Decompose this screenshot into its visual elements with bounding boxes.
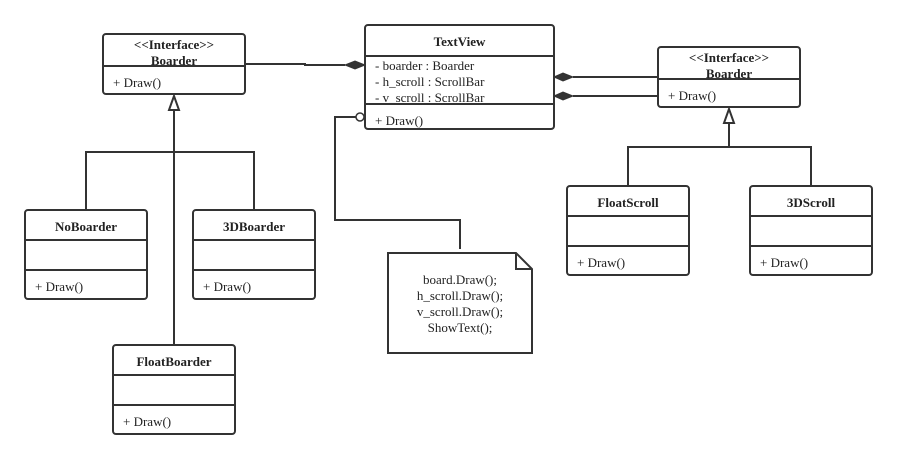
composition-line-boarder [245, 63, 345, 66]
class-name: Boarder [150, 53, 198, 68]
class-name: 3DBoarder [222, 219, 286, 234]
composition-diamond-vscroll [552, 91, 575, 101]
note-line: v_scroll.Draw(); [416, 304, 504, 319]
composition-diamond-left [343, 60, 367, 70]
class-method: + Draw() [375, 113, 424, 128]
generalization-branch-left [85, 151, 255, 210]
class-name: NoBoarder [54, 219, 118, 234]
class-stereotype: <<Interface>> [133, 37, 215, 52]
class-name: TextView [433, 34, 486, 49]
class-floatboarder[interactable]: FloatBoarder + Draw() [112, 344, 236, 435]
class-method: + Draw() [123, 414, 172, 429]
class-attribute: - h_scroll : ScrollBar [375, 74, 485, 89]
note[interactable]: board.Draw(); h_scroll.Draw(); v_scroll.… [388, 253, 532, 353]
class-method: + Draw() [668, 88, 717, 103]
class-method: + Draw() [203, 279, 252, 294]
note-anchor-line [334, 116, 461, 249]
class-stereotype: <<Interface>> [688, 50, 770, 65]
class-interface-boarder-right[interactable]: <<Interface>> Boarder + Draw() [657, 46, 801, 108]
generalization-arrow-right [722, 106, 736, 124]
class-name: FloatScroll [597, 195, 659, 210]
class-floatscroll[interactable]: FloatScroll + Draw() [566, 185, 690, 276]
class-attribute: - v_scroll : ScrollBar [375, 90, 485, 105]
class-attribute: - boarder : Boarder [375, 58, 475, 73]
class-method: + Draw() [35, 279, 84, 294]
class-method: + Draw() [760, 255, 809, 270]
class-method: + Draw() [577, 255, 626, 270]
note-shape [387, 252, 533, 354]
class-textview[interactable]: TextView - boarder : Boarder - h_scroll … [364, 24, 555, 130]
class-3dscroll[interactable]: 3DScroll + Draw() [749, 185, 873, 276]
generalization-arrow-left [167, 93, 181, 111]
class-method: + Draw() [113, 75, 162, 90]
class-3dboarder[interactable]: 3DBoarder + Draw() [192, 209, 316, 300]
note-line: board.Draw(); [423, 272, 497, 287]
note-line: h_scroll.Draw(); [416, 288, 504, 303]
class-interface-boarder-left[interactable]: <<Interface>> Boarder + Draw() [102, 33, 246, 95]
class-name: 3DScroll [786, 195, 836, 210]
class-noboarder[interactable]: NoBoarder + Draw() [24, 209, 148, 300]
composition-diamond-hscroll [552, 72, 575, 82]
generalization-branch-right [627, 146, 812, 186]
class-name: FloatBoarder [136, 354, 212, 369]
note-anchor-circle [355, 112, 365, 122]
note-line: ShowText(); [427, 320, 493, 335]
class-name: Boarder [705, 66, 753, 81]
